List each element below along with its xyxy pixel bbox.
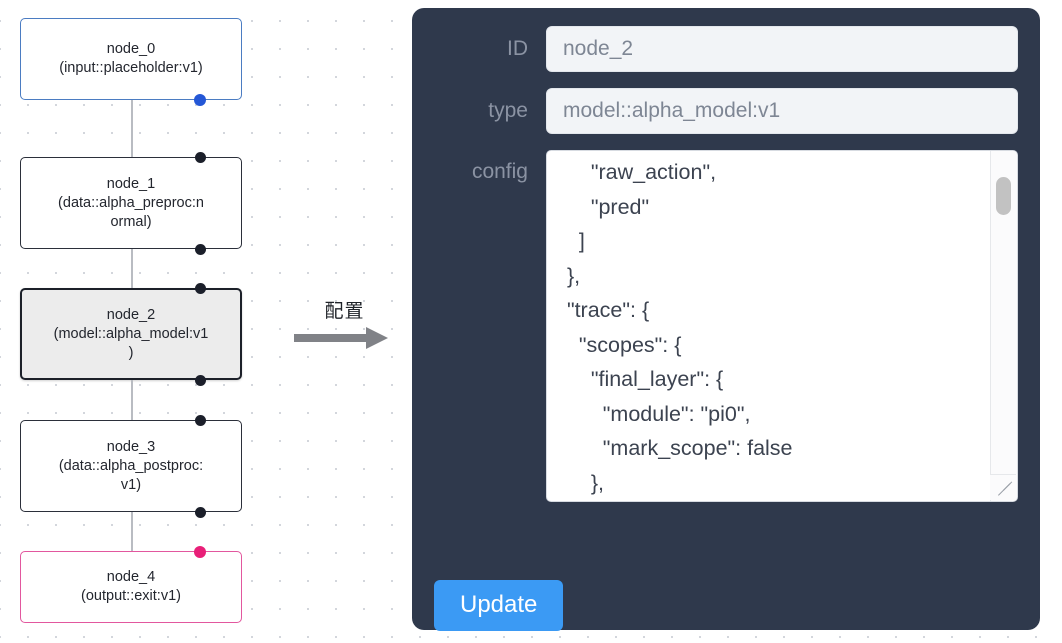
node_2-target-handle[interactable] xyxy=(194,283,206,294)
id-field-label: ID xyxy=(507,37,528,60)
update-button[interactable]: Update xyxy=(434,580,564,631)
node_4-target-handle[interactable] xyxy=(194,546,206,558)
config-field-row: config "raw_action", "pred" ] }, "trace"… xyxy=(434,150,1018,502)
graph-node-label: node_2 (model::alpha_model:v1 ) xyxy=(53,306,209,361)
graph-node-label: node_1 (data::alpha_preproc:n ormal) xyxy=(58,175,204,230)
graph-node-node_3[interactable]: node_3 (data::alpha_postproc: v1) xyxy=(20,420,242,512)
edge-node2-node3 xyxy=(131,380,133,420)
node_1-source-handle[interactable] xyxy=(194,244,206,255)
edge-node0-node1 xyxy=(131,100,133,157)
node-config-panel: ID node_2 type model::alpha_model:v1 con… xyxy=(412,8,1040,631)
id-field-row: ID node_2 xyxy=(434,26,1018,72)
graph-node-label: node_4 (output::exit:v1) xyxy=(81,569,181,604)
config-scrollbar-thumb[interactable] xyxy=(996,177,1011,215)
transition-annotation: 配置 xyxy=(292,296,397,349)
type-field-label: type xyxy=(488,99,528,122)
edge-node3-node4 xyxy=(131,512,133,551)
graph-node-node_1[interactable]: node_1 (data::alpha_preproc:n ormal) xyxy=(20,157,242,249)
config-field-label: config xyxy=(471,160,528,183)
type-field-row: type model::alpha_model:v1 xyxy=(434,88,1018,134)
id-input[interactable]: node_2 xyxy=(546,26,1018,72)
resize-handle-icon[interactable] xyxy=(990,474,1016,500)
graph-canvas[interactable]: node_0 (input::placeholder:v1) node_1 (d… xyxy=(0,0,400,643)
resize-line xyxy=(1008,481,1013,486)
type-input[interactable]: model::alpha_model:v1 xyxy=(546,88,1018,134)
config-textarea-wrapper[interactable]: "raw_action", "pred" ] }, "trace": { "sc… xyxy=(546,150,1018,502)
node_1-target-handle[interactable] xyxy=(194,152,206,163)
graph-node-label: node_0 (input::placeholder:v1) xyxy=(59,41,203,76)
node_2-source-handle[interactable] xyxy=(194,375,206,386)
node_3-target-handle[interactable] xyxy=(194,415,206,426)
graph-node-label: node_3 (data::alpha_postproc: v1) xyxy=(58,438,204,493)
arrow-head xyxy=(366,327,388,349)
edge-node1-node2 xyxy=(131,249,133,288)
transition-label: 配置 xyxy=(324,300,365,322)
arrow-shaft xyxy=(294,334,368,342)
graph-node-node_0[interactable]: node_0 (input::placeholder:v1) xyxy=(20,18,242,100)
node_0-source-handle[interactable] xyxy=(194,94,206,106)
graph-node-node_2[interactable]: node_2 (model::alpha_model:v1 ) xyxy=(20,288,242,380)
config-textarea[interactable]: "raw_action", "pred" ] }, "trace": { "sc… xyxy=(566,160,793,495)
config-scrollbar[interactable] xyxy=(990,151,1017,501)
node_3-source-handle[interactable] xyxy=(194,507,206,518)
graph-node-node_4[interactable]: node_4 (output::exit:v1) xyxy=(20,551,242,623)
arrow-right-icon xyxy=(292,327,397,349)
